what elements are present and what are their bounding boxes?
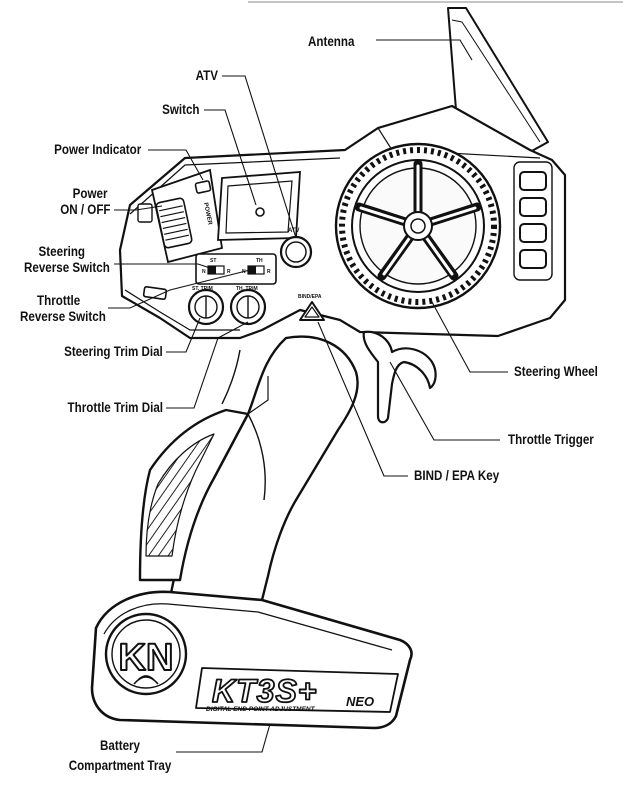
leader-throttle-trigger (389, 361, 500, 441)
power-switch (155, 197, 193, 249)
power-indicator-led (194, 180, 212, 194)
label-steering-trim: Steering Trim Dial (64, 344, 163, 359)
left-control-panel: POWER ATV ST TH N R N R ST. TRIM TH. TRI… (137, 168, 325, 326)
subtitle-marking: DIGITAL END POINT ADJUSTMENT (206, 706, 316, 713)
steering-wheel (334, 142, 502, 310)
label-steering-reverse-1: Steering (38, 244, 85, 259)
right-side-buttons (513, 161, 553, 281)
handle (138, 335, 359, 602)
power-marking: POWER (202, 202, 213, 226)
leader-throttle-trim (166, 321, 249, 409)
th-marking: TH (256, 258, 263, 264)
leader-throttle-reverse (108, 269, 251, 309)
switch-button (255, 207, 265, 217)
leader-atv (222, 75, 297, 239)
label-steering-wheel: Steering Wheel (514, 364, 598, 379)
label-power-1: Power (73, 186, 108, 201)
r-marking-th: R (267, 269, 271, 275)
neo-logo: NEO (346, 694, 374, 709)
leader-steering-trim (166, 317, 201, 353)
leader-antenna (376, 39, 473, 61)
bind-epa-marking: BIND/EPA (298, 294, 322, 300)
leader-steering-wheel (431, 301, 508, 373)
kn-emblem (104, 612, 188, 696)
leader-power-on-off (114, 205, 163, 211)
label-throttle-reverse-2: Reverse Switch (20, 309, 106, 324)
label-bind-epa: BIND / EPA Key (414, 468, 500, 483)
st-marking: ST (210, 258, 216, 264)
leader-battery (176, 723, 271, 753)
leader-bind-epa (317, 321, 408, 477)
label-antenna: Antenna (308, 34, 355, 49)
throttle-trigger (362, 330, 437, 424)
label-atv: ATV (195, 68, 218, 83)
label-battery-2: Compartment Tray (68, 758, 172, 773)
st-trim-marking: ST. TRIM (192, 286, 213, 292)
emblem-text: KN (119, 637, 174, 679)
label-throttle-reverse-1: Throttle (36, 293, 80, 308)
leader-power-indicator (148, 149, 204, 181)
label-battery-1: Battery (99, 738, 141, 753)
kt3s-logo: KT3S+ (212, 673, 317, 709)
battery-base: KN KT3S+ NEO DIGITAL END POINT ADJUSTMEN… (90, 590, 413, 730)
label-switch: Switch (162, 102, 200, 117)
leader-switch (204, 109, 257, 206)
label-power-2: ON / OFF (59, 202, 110, 217)
n-marking-st: N (202, 269, 206, 275)
leader-steering-reverse (114, 263, 211, 269)
r-marking-st: R (227, 269, 231, 275)
label-steering-reverse-2: Reverse Switch (24, 260, 110, 275)
label-throttle-trigger: Throttle Trigger (508, 432, 594, 447)
leader-lines (108, 39, 508, 753)
label-throttle-trim: Throttle Trim Dial (67, 400, 163, 415)
label-power-indicator: Power Indicator (53, 142, 141, 157)
